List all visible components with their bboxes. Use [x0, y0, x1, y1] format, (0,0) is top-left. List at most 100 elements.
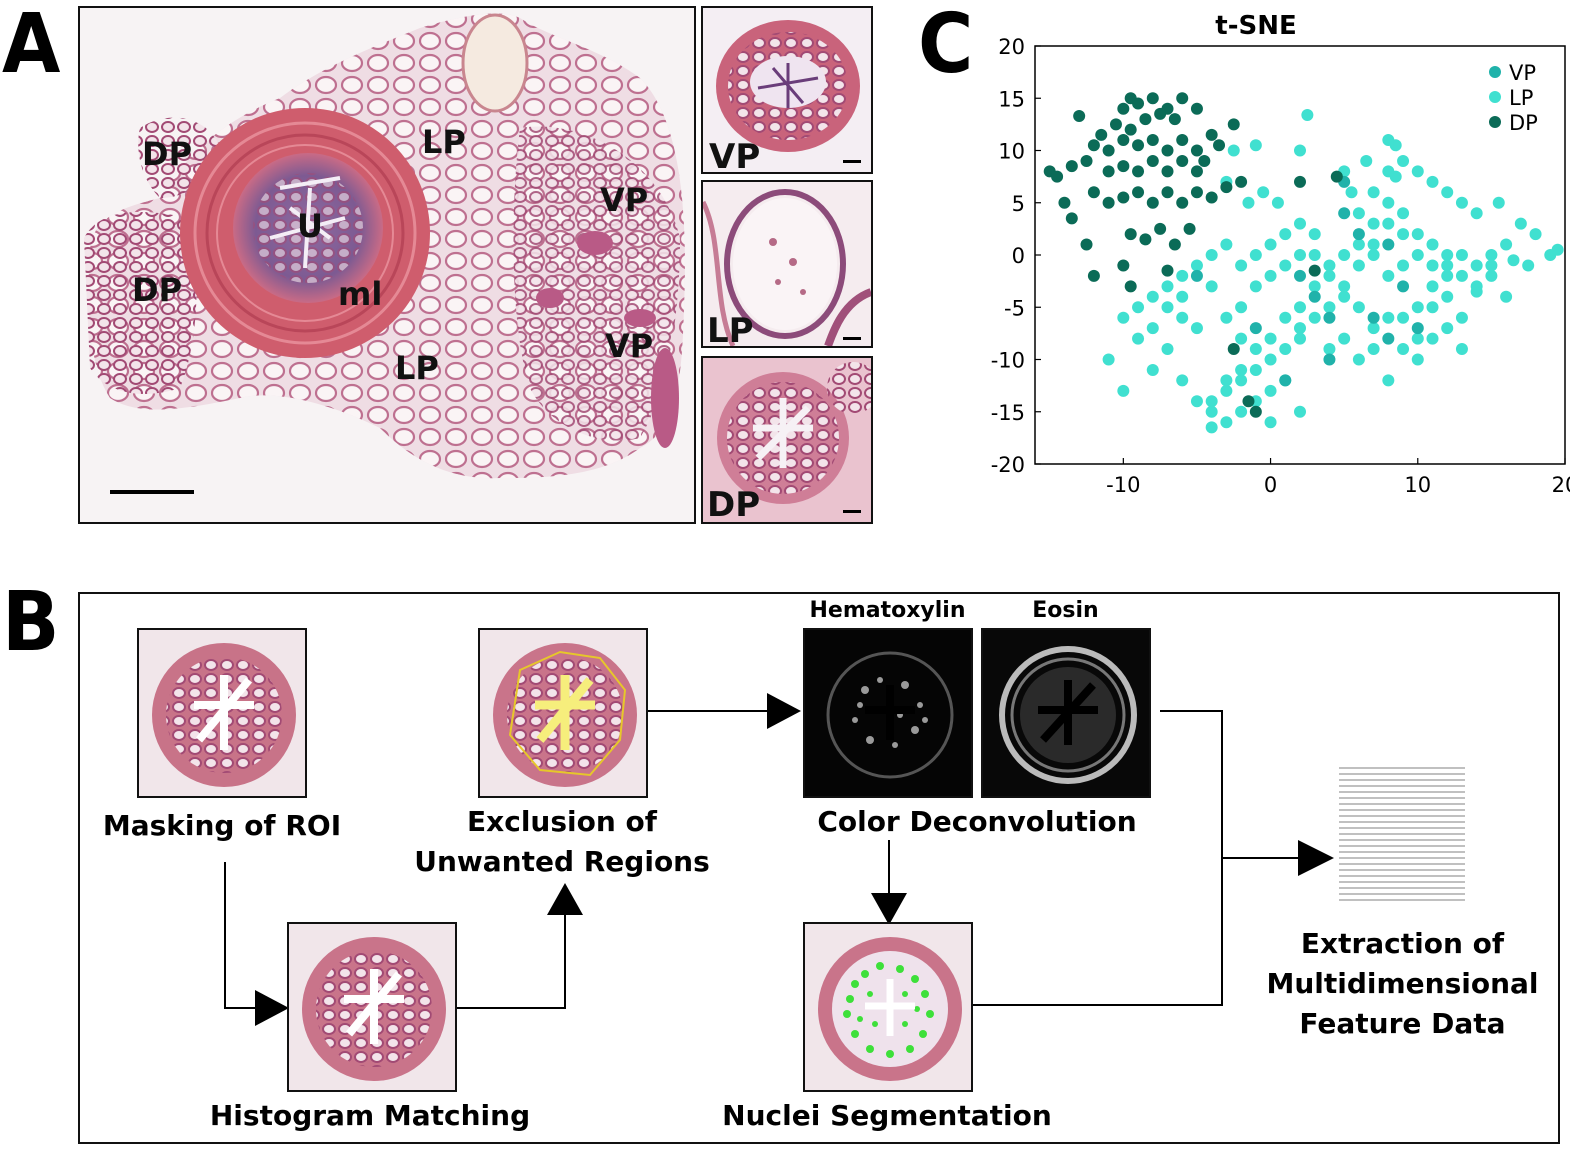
scatter-point-lp [1294, 301, 1306, 314]
scatter-point-lp [1264, 353, 1277, 366]
scatter-point-lp [1352, 259, 1365, 272]
scatter-point-vp [1338, 207, 1351, 220]
scatter-point-dp [1235, 175, 1248, 188]
scatter-point-lp [1544, 249, 1557, 261]
scatter-point-dp [1117, 102, 1130, 115]
scatter-point-lp [1441, 249, 1454, 261]
scatter-point-lp [1338, 332, 1351, 345]
scatter-point-lp [1102, 353, 1115, 366]
scatter-point-lp [1279, 311, 1292, 324]
thumb-eosin-drawing [999, 646, 1137, 784]
scatter-point-lp [1397, 311, 1410, 324]
histology-main-image: DP DP U ml LP LP VP VP [78, 6, 696, 524]
thumb-nuclei [803, 922, 973, 1092]
scatter-point-lp [1308, 311, 1321, 324]
label-eosin: Eosin [1032, 598, 1099, 623]
scatter-point-dp [1249, 405, 1262, 418]
scatter-point-lp [1352, 207, 1365, 220]
scatter-point-dp [1161, 165, 1174, 178]
scatter-point-lp [1426, 259, 1439, 272]
y-tick-label: 20 [998, 35, 1025, 59]
chart-title: t-SNE [1215, 11, 1296, 41]
scatter-point-vp [1323, 311, 1336, 324]
scatter-point-dp [1205, 191, 1218, 204]
y-tick-label: 5 [1012, 192, 1025, 216]
scatter-point-dp [1080, 154, 1093, 167]
scatter-point-dp [1190, 165, 1203, 178]
label-vp-top: VP [600, 181, 649, 219]
inset-vp: VP [701, 6, 873, 174]
scatter-point-lp [1220, 416, 1233, 429]
thumb-exclusion-drawing [493, 643, 637, 787]
scatter-point-dp [1227, 118, 1240, 131]
scatter-point-lp [1426, 332, 1439, 345]
inset-label-lp: LP [707, 311, 754, 348]
label-nuclei-segmentation: Nuclei Segmentation [722, 1099, 1052, 1132]
scatter-point-lp [1455, 311, 1468, 324]
scatter-point-dp [1102, 165, 1115, 178]
scatter-point-lp [1397, 343, 1410, 356]
thumb-hematoxylin [803, 628, 973, 798]
scatter-point-lp [1264, 332, 1277, 345]
label-lp-bottom: LP [395, 349, 439, 387]
scatter-point-lp [1411, 301, 1424, 314]
scatter-point-lp [1492, 196, 1505, 209]
scatter-point-lp [1176, 311, 1189, 324]
scatter-point-dp [1190, 144, 1203, 157]
x-tick-label: -10 [1106, 473, 1140, 497]
scatter-point-dp [1146, 196, 1159, 209]
scatter-point-lp [1264, 416, 1277, 429]
scatter-point-lp [1249, 343, 1262, 356]
legend-label-dp: DP [1509, 111, 1538, 135]
scatter-point-vp [1382, 332, 1395, 345]
scatter-point-vp [1397, 280, 1410, 293]
scatter-point-lp [1205, 395, 1218, 408]
scatter-point-dp [1095, 128, 1108, 141]
scatter-point-dp [1154, 222, 1167, 235]
scatter-point-lp [1338, 280, 1351, 293]
label-histogram-matching: Histogram Matching [209, 1099, 531, 1132]
scatter-point-lp [1249, 139, 1262, 152]
scatter-point-lp [1529, 228, 1542, 241]
scatter-point-dp [1330, 170, 1343, 183]
scatter-point-lp [1190, 395, 1203, 408]
scatter-point-lp [1205, 280, 1218, 293]
scatter-point-lp [1117, 384, 1130, 397]
scatter-point-lp [1470, 207, 1483, 220]
thumb-hematoxylin-drawing [826, 651, 954, 779]
label-dp-top: DP [142, 135, 193, 173]
legend-label-lp: LP [1509, 86, 1533, 110]
scatter-point-lp [1411, 228, 1424, 241]
scatter-point-lp [1242, 196, 1255, 209]
scatter-point-lp [1397, 228, 1410, 241]
scatter-point-dp [1146, 134, 1159, 147]
scatter-point-lp [1338, 290, 1351, 303]
scatter-point-lp [1279, 228, 1292, 241]
scatter-point-lp [1257, 186, 1270, 199]
scatter-point-dp [1139, 233, 1152, 246]
scatter-point-dp [1065, 212, 1078, 225]
scatter-point-dp [1073, 110, 1086, 123]
scatter-point-lp [1500, 238, 1513, 251]
legend-label-vp: VP [1509, 61, 1536, 85]
scatter-point-lp [1308, 280, 1321, 293]
scatter-point-lp [1161, 301, 1174, 314]
scatter-point-lp [1397, 207, 1410, 220]
pipeline-frame [78, 592, 1560, 1144]
thumb-masking-drawing [152, 643, 296, 787]
scatter-point-lp [1146, 290, 1159, 303]
scatter-point-lp [1323, 269, 1336, 282]
scatter-point-lp [1176, 374, 1189, 387]
scatter-point-dp [1117, 259, 1130, 272]
scatter-point-dp [1168, 113, 1181, 126]
scatter-point-dp [1102, 196, 1115, 209]
scatter-point-dp [1176, 92, 1189, 105]
label-color-deconvolution: Color Deconvolution [817, 805, 1137, 838]
scatter-point-lp [1426, 280, 1439, 293]
scatter-point-dp [1213, 139, 1226, 152]
label-exclusion-line2: Unwanted Regions [414, 845, 710, 878]
scatter-point-dp [1051, 170, 1064, 183]
histology-main-drawing [84, 13, 685, 494]
scatter-point-dp [1132, 139, 1145, 152]
